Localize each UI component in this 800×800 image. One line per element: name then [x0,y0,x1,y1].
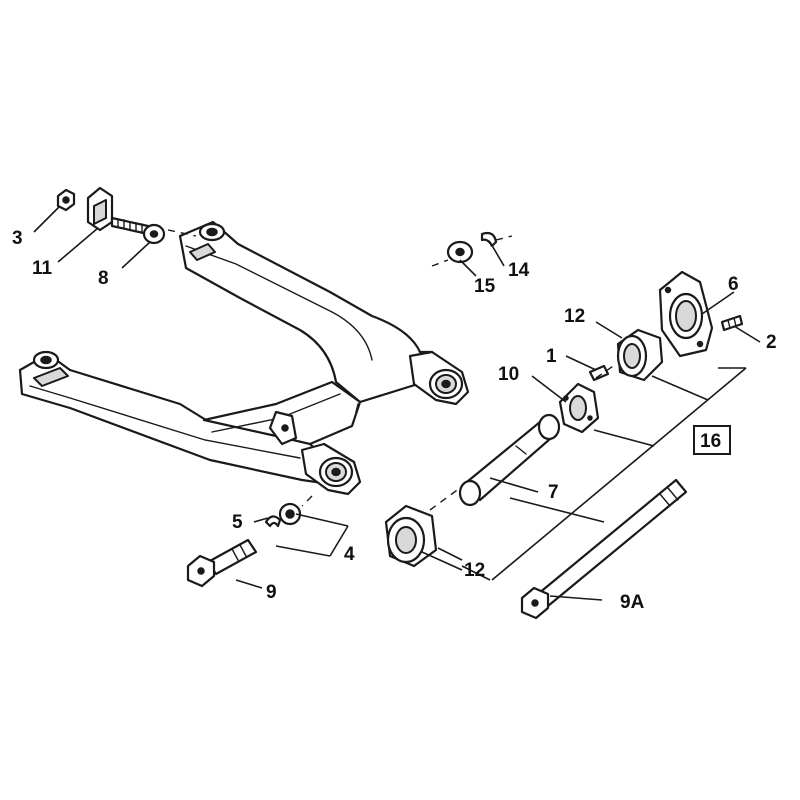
bearing-circlip [264,515,282,528]
callout-2: 2 [766,332,777,353]
circlip-part [480,231,498,248]
callout-8: 8 [98,268,109,289]
callout-7: 7 [548,482,559,503]
pivot-axle-long [520,478,688,620]
callout-12-lower: 12 [464,560,485,581]
swingarm [18,220,470,496]
callout-5: 5 [232,512,243,533]
leader-lines [33,205,761,601]
callout-15: 15 [474,276,496,297]
callout-10: 10 [498,364,519,385]
swingarm-upper-arm [178,220,440,404]
callout-14: 14 [508,260,530,281]
callout-4: 4 [344,544,355,565]
callout-3: 3 [12,228,23,249]
housing-screw [720,314,744,332]
callout-16-box [693,425,731,455]
needle-bearing-assembly [264,502,302,528]
plate-screw [588,364,610,382]
callout-9: 9 [266,582,277,603]
spacer-clip-assembly [431,231,513,267]
alignment-lines [167,229,617,511]
callout-6: 6 [728,274,739,295]
bearing-lower [384,504,438,568]
callout-9a: 9A [620,592,645,613]
bearing-housing-assembly [658,270,744,358]
callout-labels: 1 2 3 4 5 6 7 8 9 9A 10 11 12 12 14 15 1… [12,228,777,613]
axle-adjuster-assembly [56,186,166,245]
callout-1: 1 [546,346,557,367]
pivot-bolt-short [186,538,258,588]
retainer-plate [558,382,600,434]
bearing-upper [616,328,664,382]
pivot-tube [458,413,561,507]
callout-11: 11 [32,258,53,279]
callout-16: 16 [700,431,721,452]
callout-12-upper: 12 [564,306,585,327]
